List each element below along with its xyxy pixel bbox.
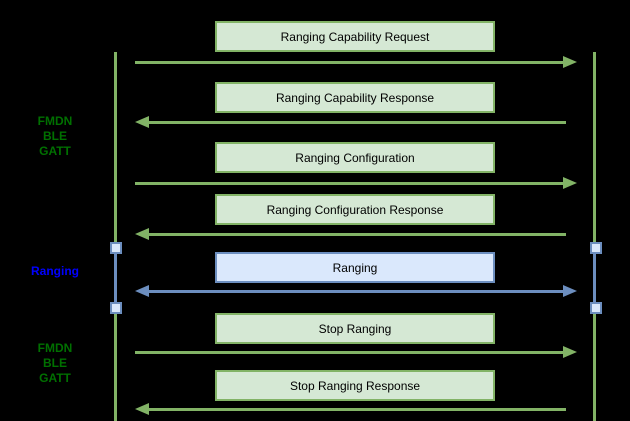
message-box-ranging-configuration: Ranging Configuration: [215, 142, 495, 173]
message-box-stop-ranging: Stop Ranging: [215, 313, 495, 344]
arrowhead-right-icon: [563, 56, 577, 68]
activation-marker: [590, 242, 602, 254]
activation-marker: [110, 302, 122, 314]
arrow-line: [135, 351, 563, 354]
arrowhead-left-icon: [135, 403, 149, 415]
message-box-stop-ranging-response: Stop Ranging Response: [215, 370, 495, 401]
arrow-line: [135, 182, 563, 185]
arrowhead-right-icon: [563, 285, 577, 297]
arrowhead-right-icon: [563, 346, 577, 358]
side-label-fmdn-ble-gatt-top: FMDN BLE GATT: [37, 114, 73, 158]
lifeline-right-ranging-segment: [593, 248, 596, 308]
side-label-ranging: Ranging: [31, 264, 79, 278]
arrowhead-left-icon: [135, 228, 149, 240]
activation-marker: [110, 242, 122, 254]
message-box-ranging-configuration-response: Ranging Configuration Response: [215, 194, 495, 225]
arrow-line: [149, 290, 563, 293]
lifeline-left-ranging-segment: [114, 248, 117, 308]
message-box-ranging-capability-request: Ranging Capability Request: [215, 21, 495, 52]
side-label-fmdn-ble-gatt-bottom: FMDN BLE GATT: [37, 341, 73, 385]
lifeline-left: [114, 52, 117, 421]
lifeline-right: [593, 52, 596, 421]
arrowhead-right-icon: [563, 177, 577, 189]
message-box-ranging-capability-response: Ranging Capability Response: [215, 82, 495, 113]
arrow-line: [135, 61, 563, 64]
arrow-line: [149, 233, 566, 236]
arrowhead-left-icon: [135, 116, 149, 128]
arrow-line: [149, 408, 566, 411]
arrow-line: [149, 121, 566, 124]
arrowhead-left-icon: [135, 285, 149, 297]
message-box-ranging: Ranging: [215, 252, 495, 283]
activation-marker: [590, 302, 602, 314]
